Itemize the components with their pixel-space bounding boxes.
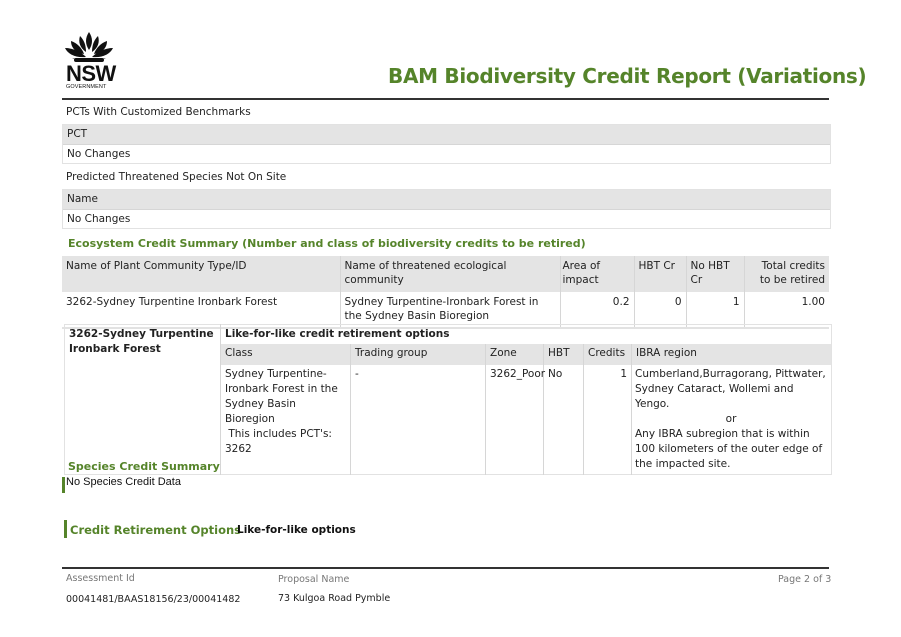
page-number: Page 2 of 3: [778, 574, 832, 585]
species-column-header: Name: [63, 190, 830, 210]
like-for-like-options-table: 3262-Sydney Turpentine Ironbark Forest L…: [64, 324, 833, 475]
ibra-line-2: Any IBRA subregion that is within 100 ki…: [635, 428, 823, 470]
options-title: Like-for-like credit retirement options: [225, 328, 450, 340]
predicted-species-label: Predicted Threatened Species Not On Site: [66, 171, 287, 183]
section-accent-bar: [64, 520, 67, 538]
species-summary-value: No Species Credit Data: [66, 476, 181, 488]
class-pct: 3262: [225, 443, 252, 455]
cell-area: 0.2: [560, 292, 635, 329]
cell-hbt-cr: 0: [634, 292, 687, 329]
cell-pct: 3262-Sydney Turpentine Ironbark Forest: [62, 292, 341, 329]
ibra-or: or: [725, 413, 737, 425]
col-no-hbt-cr: No HBT Cr: [686, 256, 745, 292]
col-hbt: HBT: [543, 344, 584, 365]
logo-government-text: GOVERNMENT: [66, 84, 107, 90]
proposal-name-value: 73 Kulgoa Road Pymble: [278, 593, 391, 604]
class-name: Sydney Turpentine-Ironbark Forest in the…: [225, 368, 338, 425]
cell-trading-group: -: [350, 365, 486, 475]
pcts-row: No Changes: [63, 145, 830, 163]
assessment-id-value: 00041481/BAAS18156/23/00041482: [66, 594, 241, 605]
table-header-row: Name of Plant Community Type/ID Name of …: [62, 256, 829, 292]
cell-hbt: No: [543, 365, 584, 475]
col-pct-name: Name of Plant Community Type/ID: [62, 256, 341, 292]
credit-retirement-subtitle: Like-for-like options: [237, 524, 356, 536]
cell-class: Sydney Turpentine-Ironbark Forest in the…: [220, 365, 351, 475]
ibra-line-1: Cumberland,Burragorang, Pittwater, Sydne…: [635, 368, 826, 410]
nsw-government-logo: NSW GOVERNMENT: [62, 30, 120, 90]
col-trading-group: Trading group: [350, 344, 486, 365]
proposal-name-label: Proposal Name: [278, 574, 350, 585]
section-accent-bar: [62, 477, 65, 493]
cell-ibra-region: Cumberland,Burragorang, Pittwater, Sydne…: [632, 365, 832, 475]
pcts-customized-table: PCT No Changes: [62, 124, 831, 164]
ecosystem-summary-title: Ecosystem Credit Summary (Number and cla…: [68, 237, 586, 250]
col-zone: Zone: [485, 344, 544, 365]
pcts-customized-label: PCTs With Customized Benchmarks: [66, 106, 251, 118]
page-title: BAM Biodiversity Credit Report (Variatio…: [388, 64, 867, 88]
table-row: Sydney Turpentine-Ironbark Forest in the…: [65, 365, 832, 475]
header-divider: [62, 98, 829, 100]
class-note: This includes PCT's:: [228, 428, 332, 440]
credit-retirement-title: Credit Retirement Options: [70, 523, 242, 537]
waratah-icon: [65, 32, 113, 62]
col-tec-name: Name of threatened ecological community: [340, 256, 561, 292]
col-total-credits: Total credits to be retired: [744, 256, 829, 292]
col-area: Area of impact: [560, 256, 635, 292]
col-credits: Credits: [583, 344, 632, 365]
cell-tec: Sydney Turpentine-Ironbark Forest in the…: [340, 292, 561, 329]
logo-nsw-text: NSW: [66, 61, 116, 86]
predicted-species-table: Name No Changes: [62, 189, 831, 229]
cell-no-hbt-cr: 1: [686, 292, 745, 329]
table-header-row: Class Trading group Zone HBT Credits IBR…: [65, 344, 832, 365]
col-class: Class: [220, 344, 351, 365]
cell-total: 1.00: [744, 292, 829, 329]
ecosystem-credit-table: Name of Plant Community Type/ID Name of …: [62, 256, 829, 329]
col-ibra-region: IBRA region: [631, 344, 832, 365]
cell-zone: 3262_Poor: [485, 365, 545, 475]
assessment-id-label: Assessment Id: [66, 573, 135, 584]
cell-credits: 1: [583, 365, 632, 475]
footer-divider: [62, 567, 829, 569]
species-summary-title: Species Credit Summary: [68, 460, 220, 473]
col-hbt-cr: HBT Cr: [634, 256, 687, 292]
species-row: No Changes: [63, 210, 830, 228]
table-row: 3262-Sydney Turpentine Ironbark Forest S…: [62, 292, 829, 329]
options-pct-name: 3262-Sydney Turpentine Ironbark Forest: [64, 324, 221, 475]
pcts-column-header: PCT: [63, 125, 830, 145]
